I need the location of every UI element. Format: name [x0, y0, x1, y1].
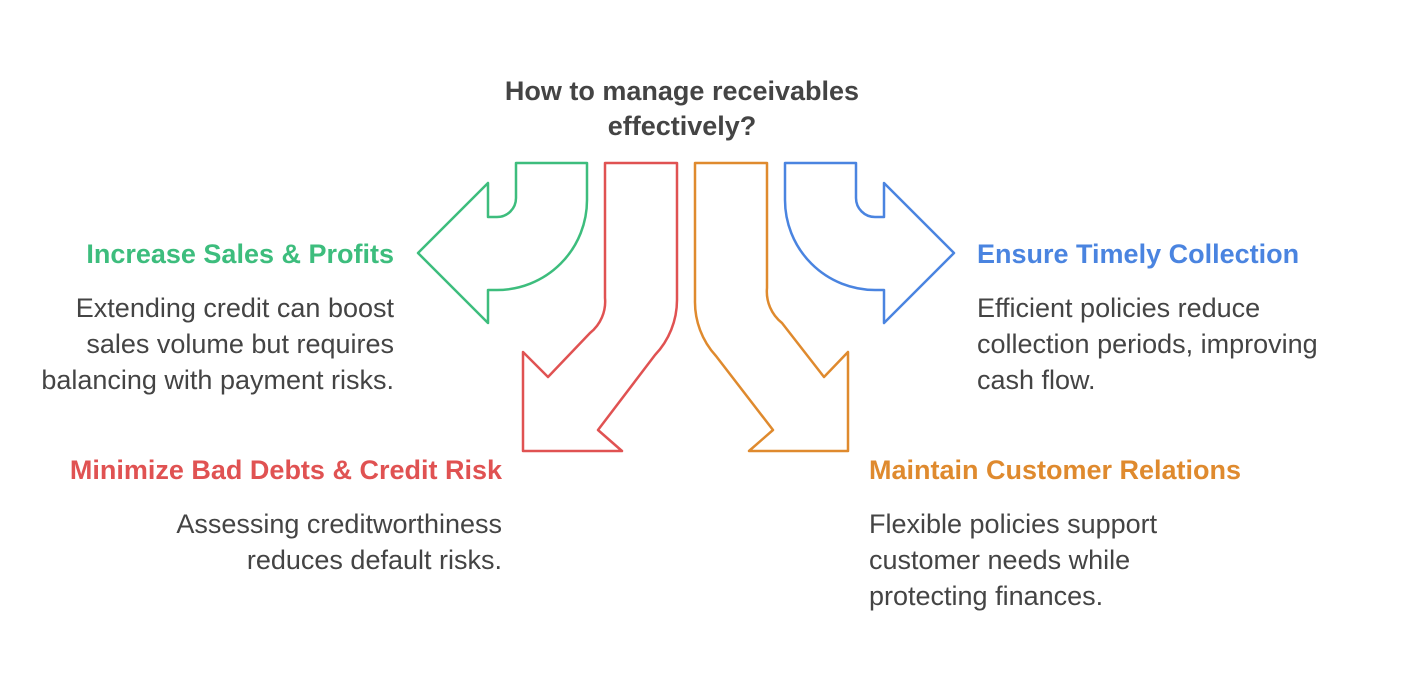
item-heading-increase-sales: Increase Sales & Profits — [86, 239, 394, 269]
item-description-maintain-customer-relations: Flexible policies support customer needs… — [869, 509, 1158, 611]
item-heading-ensure-timely-collection: Ensure Timely Collection — [977, 239, 1300, 269]
green-left-arrow — [416, 161, 589, 325]
diagram-title: How to manage receivables effectively? — [504, 76, 860, 141]
item-description-minimize-bad-debts: Assessing creditworthiness reduces defau… — [176, 509, 502, 575]
item-description-ensure-timely-collection: Efficient policies reduce collection per… — [977, 293, 1318, 395]
item-description-increase-sales: Extending credit can boost sales volume … — [41, 293, 394, 395]
red-down-left-arrow — [521, 161, 679, 453]
orange-down-right-arrow — [693, 161, 850, 453]
item-heading-minimize-bad-debts: Minimize Bad Debts & Credit Risk — [69, 455, 502, 485]
item-heading-maintain-customer-relations: Maintain Customer Relations — [869, 455, 1242, 485]
blue-right-arrow — [783, 161, 956, 325]
